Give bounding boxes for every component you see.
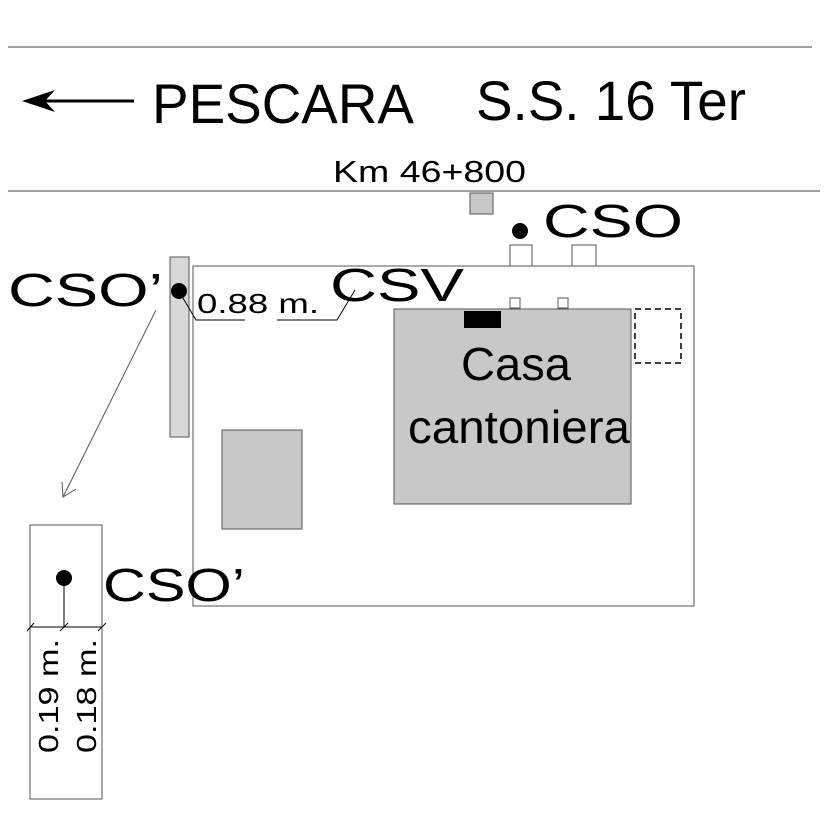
- cso-label-top: CSO: [543, 195, 683, 247]
- house-vent-right: [557, 297, 569, 309]
- detail-cso-point: [56, 570, 72, 586]
- house-label-line2: cantoniera: [408, 401, 630, 453]
- grey-annex-building: [221, 429, 303, 530]
- direction-arrow-icon: [22, 90, 134, 112]
- detail-tick-1: [26, 622, 35, 632]
- cso-prime-label-left: CSO’: [8, 264, 163, 316]
- small-grey-block: [469, 192, 494, 215]
- house-label-line1: Casa: [461, 338, 571, 390]
- detail-box: [29, 524, 103, 800]
- cso-point-top: [512, 223, 528, 239]
- csv-leader: [277, 289, 356, 321]
- casa-cantoniera-building: [393, 308, 632, 505]
- measure-019: 0.19 m.: [33, 639, 64, 753]
- km-marker: Km 46+800: [333, 154, 526, 189]
- detail-tick-3: [97, 622, 107, 632]
- pillar-box-right: [571, 244, 597, 267]
- detail-pointer-arrow-icon: [61, 309, 157, 498]
- direction-label: PESCARA: [152, 72, 415, 135]
- csv-valve-marker: [464, 311, 501, 328]
- road-name: S.S. 16 Ter: [476, 69, 746, 132]
- grey-strip: [169, 256, 190, 438]
- pillar-box-left: [509, 244, 533, 267]
- csv-label: CSV: [330, 259, 464, 311]
- cso-prime-point: [171, 283, 187, 299]
- lot-outline: [192, 265, 695, 607]
- cso-prime-label-detail: CSO’: [103, 559, 245, 611]
- detail-tick-2: [59, 622, 69, 632]
- measure-088: 0.88 m.: [197, 288, 319, 319]
- house-vent-left: [509, 297, 521, 309]
- measure-leader-088: [179, 292, 245, 321]
- dashed-outline-box: [634, 308, 682, 364]
- measure-018: 0.18 m.: [71, 639, 102, 753]
